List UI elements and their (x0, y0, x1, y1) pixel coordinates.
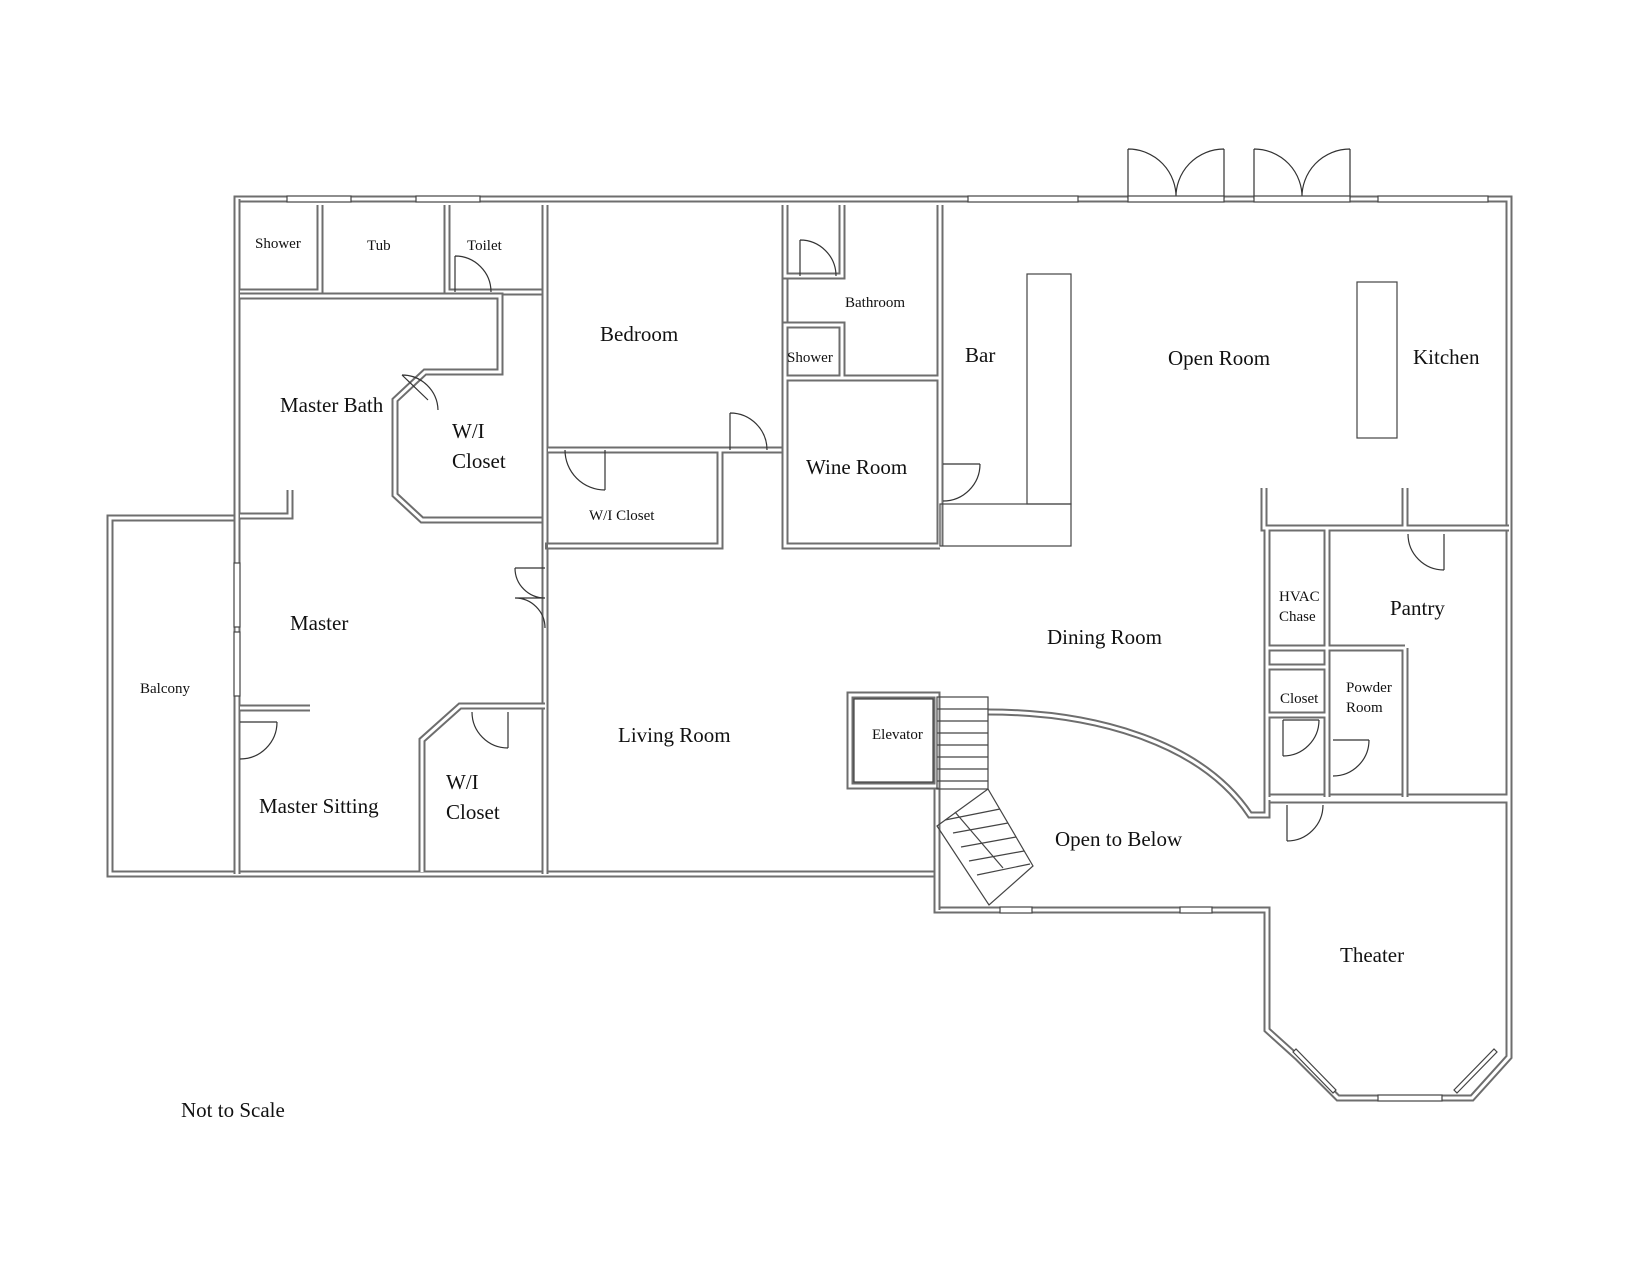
label-wine-room: Wine Room (806, 455, 907, 479)
label-balcony: Balcony (140, 681, 190, 697)
label-hvac-line1: HVAC (1279, 589, 1320, 605)
label-powder-line2: Room (1346, 700, 1383, 716)
label-closet: Closet (1280, 691, 1319, 707)
label-bedroom: Bedroom (600, 322, 678, 346)
label-shower-2: Shower (787, 350, 833, 366)
room-labels: Shower Tub Toilet Master Bath W/I Closet… (140, 236, 1480, 1122)
label-hvac-line2: Chase (1279, 609, 1316, 625)
label-kitchen: Kitchen (1413, 345, 1480, 369)
label-dining-room: Dining Room (1047, 625, 1162, 649)
label-powder-line1: Powder (1346, 680, 1392, 696)
label-elevator: Elevator (872, 727, 923, 743)
label-tub: Tub (367, 238, 391, 254)
label-wi-closet-1-line1: W/I (452, 419, 485, 443)
label-wi-closet-3-line2: Closet (446, 800, 500, 824)
label-bar: Bar (965, 343, 995, 367)
staircase (936, 696, 1034, 906)
walls (106, 195, 1513, 1102)
label-living-room: Living Room (618, 723, 731, 747)
label-open-to-below: Open to Below (1055, 827, 1183, 851)
label-toilet: Toilet (467, 238, 503, 254)
windows (233, 195, 1498, 1102)
label-wi-closet-1-line2: Closet (452, 449, 506, 473)
label-open-room: Open Room (1168, 346, 1270, 370)
label-shower-1: Shower (255, 236, 301, 252)
not-to-scale-note: Not to Scale (181, 1098, 285, 1122)
label-wi-closet-3-line1: W/I (446, 770, 479, 794)
doors (239, 148, 1445, 842)
label-bathroom: Bathroom (845, 295, 905, 311)
label-wi-closet-2: W/I Closet (589, 508, 655, 524)
label-theater: Theater (1340, 943, 1404, 967)
fixtures (853, 273, 1398, 906)
label-pantry: Pantry (1390, 596, 1445, 620)
label-master: Master (290, 611, 348, 635)
label-master-bath: Master Bath (280, 393, 384, 417)
label-master-sitting: Master Sitting (259, 794, 379, 818)
